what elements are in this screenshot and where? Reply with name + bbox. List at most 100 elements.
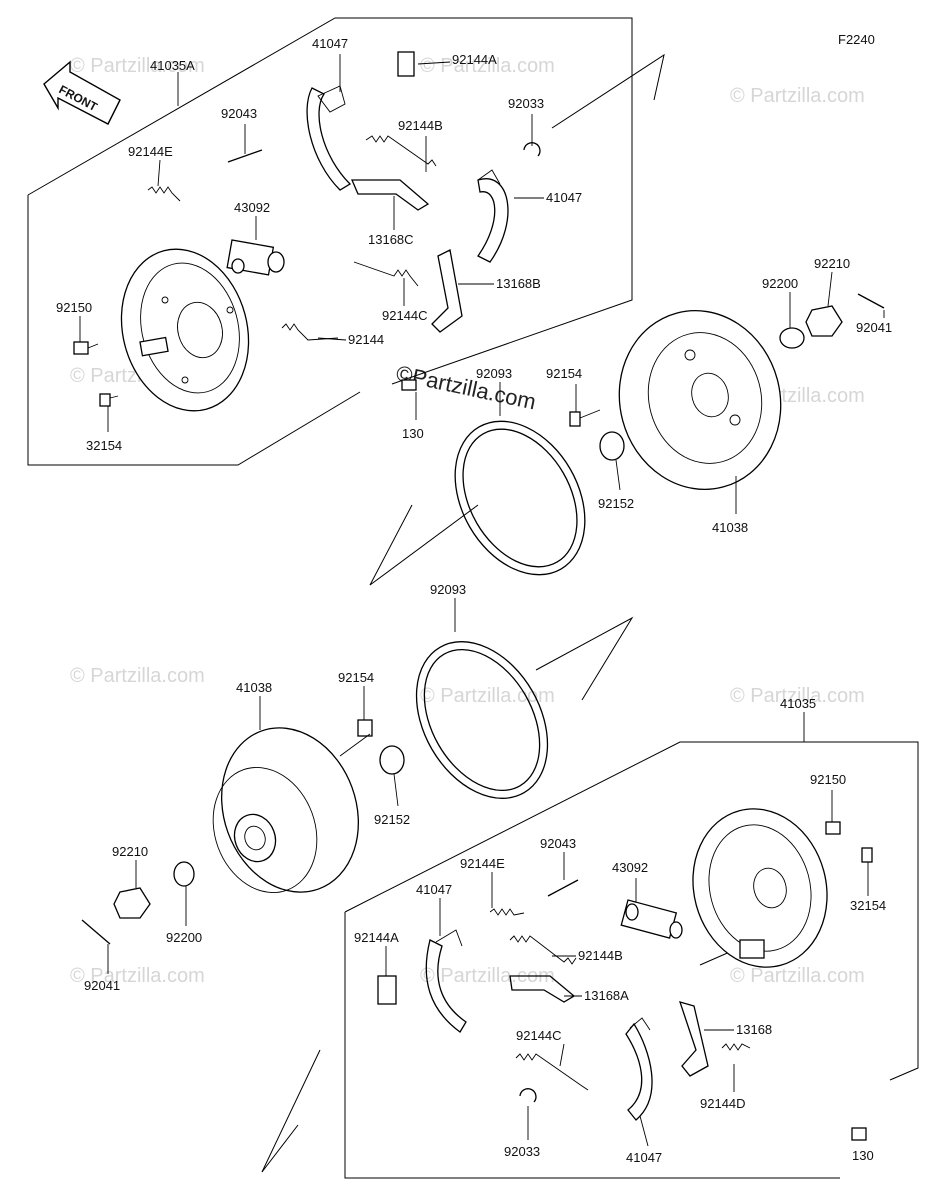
label-92093: 92093 [476,366,512,381]
label-92093: 92093 [430,582,466,597]
label-130: 130 [852,1148,874,1163]
label-41038: 41038 [236,680,272,695]
label-92144C: 92144C [382,308,428,323]
watermark: © Partzilla.com [70,665,205,687]
seal-92093-lower [415,641,549,799]
leader-lines [79,54,885,1147]
spring-92144B-upper [365,135,437,167]
label-43092: 43092 [612,860,648,875]
backing-plate-lower [692,808,828,968]
label-92144E: 92144E [128,144,173,159]
pin-92041-upper [857,293,885,309]
label-92154: 92154 [338,670,374,685]
label-32154: 32154 [86,438,122,453]
clip-92144A-lower [377,975,397,1005]
label-92033: 92033 [504,1144,540,1159]
label-43092: 43092 [234,200,270,215]
watermark: © Partzilla.com [420,55,555,77]
pin-92043-upper [227,149,263,163]
label-92144D: 92144D [700,1096,746,1111]
label-92210: 92210 [814,256,850,271]
wheel-cylinder-upper [226,239,285,276]
shoe-41047-lower-b [625,1022,653,1121]
label-92041: 92041 [856,320,892,335]
label-92033: 92033 [508,96,544,111]
label-13168C: 13168C [368,232,414,247]
diagram-code: F2240 [838,32,875,47]
spring-92144-upper [281,323,339,341]
label-92152: 92152 [374,812,410,827]
label-130: 130 [402,426,424,441]
label-92150: 92150 [56,300,92,315]
lever-13168 [678,1001,709,1077]
pin-92043-lower [547,879,579,897]
wheel-cylinder-lower [620,899,683,939]
label-41047: 41047 [312,36,348,51]
label-92144E: 92144E [460,856,505,871]
spring-92144C-upper [353,261,419,287]
clip-92033-lower [519,1088,537,1103]
shoe-41047-upper-b-tab [477,169,501,185]
nut-92210-upper [805,305,843,337]
part-labels: 41035A 41047 92144A 92043 92144B 92033 9… [56,36,892,1165]
label-92144A: 92144A [452,52,497,67]
shoe-41047-upper-a [306,87,352,191]
drum-41038-upper [618,309,782,491]
washer-92200-lower [173,861,195,887]
spring-92144D [721,1043,751,1051]
washer-92200-upper [779,327,805,349]
bolt-130-upper [401,379,417,391]
lever-13168C [351,179,430,211]
label-92144C: 92144C [516,1028,562,1043]
watermark: © Partzilla.com [70,55,205,77]
shoe-41047-upper-a-web [317,85,346,113]
clip-92033-upper [523,142,541,157]
watermark: © Partzilla.com [730,685,865,707]
label-92144: 92144 [348,332,384,347]
label-92200: 92200 [762,276,798,291]
watermark: © Partzilla.com [420,965,555,987]
label-92043: 92043 [540,836,576,851]
watermark: © Partzilla.com [420,685,555,707]
bolt-92154-upper [569,409,601,427]
shoe-41047-lower-b-tab [629,1017,651,1031]
bolt-92150-upper [73,341,99,355]
label-13168: 13168 [736,1022,772,1037]
bleeder-32154-upper [99,393,119,407]
spring-92144B-lower [509,935,577,965]
spring-92144E-lower [489,908,525,916]
watermark: © Partzilla.com [730,85,865,107]
bolt-92150-lower [825,821,841,835]
label-92210: 92210 [112,844,148,859]
shoe-41047-lower-a-tab [435,929,463,947]
label-92152: 92152 [598,496,634,511]
label-41035: 41035 [780,696,816,711]
label-13168A: 13168A [584,988,629,1003]
watermark: © Partzilla.com [730,965,865,987]
drum-41038-lower [212,727,360,893]
shoe-41047-lower-a [425,939,467,1033]
pin-92041-lower [81,919,111,945]
watermark: © Partzilla.com [70,965,205,987]
label-41035A: 41035A [150,58,195,73]
washer-92152-lower [379,745,405,775]
clip-92144A-upper [397,51,415,77]
label-41047: 41047 [546,190,582,205]
bolt-92154-lower [339,719,373,757]
bleeder-32154-lower [861,847,873,863]
seal-92093-upper [454,420,586,576]
label-13168B: 13168B [496,276,541,291]
washer-92152-upper [599,431,625,461]
spring-92144E-upper [147,186,181,202]
nut-92210-lower [113,887,151,919]
label-32154: 32154 [850,898,886,913]
label-41038: 41038 [712,520,748,535]
label-92144B: 92144B [398,118,443,133]
label-92144B: 92144B [578,948,623,963]
label-92200: 92200 [166,930,202,945]
lever-13168B [431,249,463,333]
label-92150: 92150 [810,772,846,787]
label-41047: 41047 [416,882,452,897]
shoe-41047-upper-b [477,178,509,263]
